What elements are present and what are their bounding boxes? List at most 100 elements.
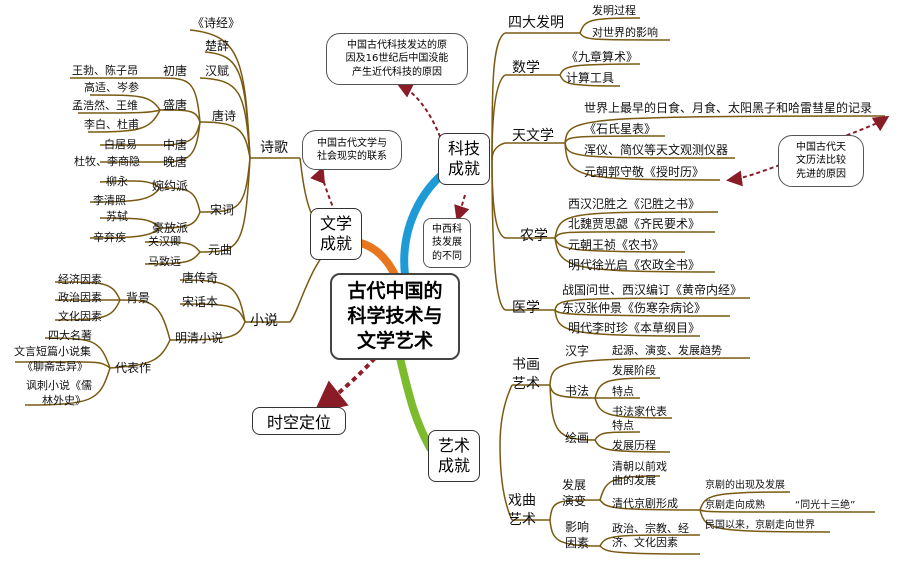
astronomy-records: 世界上最早的日食、月食、太阳黑子和哈雷彗星的记录 xyxy=(584,101,873,115)
novel-song: 宋话本 xyxy=(182,295,219,309)
tang-mid-label: 中唐 xyxy=(163,138,188,152)
tang-mid-poets: 白居易 xyxy=(104,138,137,151)
yuan-ma: 马致远 xyxy=(148,255,181,268)
works-satire-1: 讽刺小说《儒 xyxy=(26,379,92,392)
tang-label: 唐诗 xyxy=(212,109,237,123)
works-four-classics: 四大名著 xyxy=(48,329,92,342)
agri-xu: 明代徐光启《农政全书》 xyxy=(568,258,701,272)
pre-qing-line-1: 清朝以前戏 xyxy=(612,460,667,473)
haofang-poet-2: 辛弃疾 xyxy=(93,231,126,244)
invention-impact: 对世界的影响 xyxy=(592,26,658,39)
hanzi-label: 汉字 xyxy=(565,344,590,358)
tongguang-thirteen: “同光十三绝” xyxy=(795,500,856,511)
development-line-1: 发展 xyxy=(562,478,587,492)
works-classical-short: 文言短篇小说集 xyxy=(14,345,91,358)
factors-label: 影响 因素 xyxy=(565,520,589,551)
east-west-callout: 中西科 技发展 的不同 xyxy=(423,218,471,268)
yuan-guan: 关汉卿 xyxy=(148,235,181,248)
works-liaozhai: 《聊斋志异》 xyxy=(22,360,88,373)
chuci: 楚辞 xyxy=(205,39,230,53)
literature-label-line-1: 文学 xyxy=(319,214,352,233)
lit-reality-line-2: 社会现实的联系 xyxy=(317,151,387,162)
arrow-to-calendar xyxy=(726,164,781,187)
cp-label-line-1: 书画 xyxy=(512,357,540,373)
math-tools: 计算工具 xyxy=(566,71,615,85)
huihua-history: 发展历程 xyxy=(612,439,656,452)
novel-label: 小说 xyxy=(250,313,278,329)
tang-high-poets-2: 孟浩然、王维 xyxy=(72,99,138,112)
spacetime-main-branch xyxy=(313,356,377,413)
factors-text: 政治、宗教、经 济、文化因素 xyxy=(612,522,689,551)
science-question-line-1: 中国古代科技发达的原 xyxy=(347,39,447,51)
shufa-artists: 书法家代表 xyxy=(612,405,667,418)
center-topic: 古代中国的 科学技术与 文学艺术 xyxy=(330,273,460,360)
arrow-to-lit-reality xyxy=(310,166,341,226)
spacetime-node: 时空定位 xyxy=(252,407,346,435)
arrow-to-east-west xyxy=(454,194,470,222)
astronomy-calendar: 元朝郭守敬《授时历》 xyxy=(584,165,705,179)
science-label-line-2: 成就 xyxy=(447,159,480,178)
lit-reality-callout: 中国古代文学与 社会现实的联系 xyxy=(302,130,402,170)
hanzi-item: 起源、演变、发展趋势 xyxy=(612,344,722,357)
science-question-line-2: 因及16世纪后中国没能 xyxy=(345,53,449,65)
science-branch-node: 科技 成就 xyxy=(438,133,490,185)
agri-fan: 西汉氾胜之《氾胜之书》 xyxy=(568,197,701,211)
tang-early-label: 初唐 xyxy=(163,64,188,78)
song-label: 宋词 xyxy=(210,203,235,217)
development-line-2: 演变 xyxy=(562,493,587,508)
invention-process: 发明过程 xyxy=(592,4,636,17)
factors-text-line-2: 济、文化因素 xyxy=(612,536,678,550)
huihua-label: 绘画 xyxy=(565,431,590,445)
wanyue-poet-1: 柳永 xyxy=(106,175,128,188)
four-inventions-label: 四大发明 xyxy=(508,15,564,31)
factors-line-1: 影响 xyxy=(565,520,590,534)
yuan-label: 元曲 xyxy=(208,243,233,257)
factors-text-line-1: 政治、宗教、经 xyxy=(612,522,689,535)
opera-label: 戏曲 艺术 xyxy=(508,492,536,530)
shijing: 《诗经》 xyxy=(192,16,241,30)
calendar-line-1: 中国古代天 xyxy=(796,141,846,153)
opera-label-line-1: 戏曲 xyxy=(508,493,536,509)
qing-peking-formed: 清代京剧形成 xyxy=(612,497,678,510)
center-title-line-2: 科学技术与 xyxy=(347,305,443,328)
background-politics: 政治因素 xyxy=(58,291,102,304)
medicine-label: 医学 xyxy=(512,300,540,316)
art-main-branch xyxy=(396,354,434,452)
works-label: 代表作 xyxy=(115,361,152,375)
pre-qing-line-2: 曲的发展 xyxy=(612,474,656,488)
math-label: 数学 xyxy=(512,60,540,76)
tang-high-poets-3: 李白、杜甫 xyxy=(84,118,139,131)
background-label: 背景 xyxy=(126,291,151,305)
calendar-line-2: 文历法比较 xyxy=(796,155,846,167)
background-culture: 文化因素 xyxy=(58,310,102,323)
east-west-line-1: 中西科 xyxy=(432,223,462,235)
peking-world: 民国以来，京剧走向世界 xyxy=(705,520,815,531)
calendar-line-3: 先进的原因 xyxy=(796,168,846,180)
shufa-stages: 发展阶段 xyxy=(612,364,656,377)
shufa-label: 书法 xyxy=(565,384,590,398)
development-label: 发展 演变 xyxy=(562,478,586,509)
agri-jia: 北魏贾思勰《齐民要术》 xyxy=(568,217,701,231)
art-label-line-1: 艺术 xyxy=(437,436,470,455)
astronomy-instruments: 浑仪、简仪等天文观测仪器 xyxy=(584,143,729,157)
med-huangdi: 战国问世、西汉编订《黄帝内经》 xyxy=(562,283,743,297)
lit-reality-line-1: 中国古代文学与 xyxy=(317,137,387,149)
literature-label-line-2: 成就 xyxy=(319,234,352,253)
east-west-line-2: 技发展 xyxy=(432,237,462,249)
tang-late-poets: 杜牧、李商隐 xyxy=(74,155,140,168)
agriculture-label: 农学 xyxy=(520,228,548,244)
art-branch-node: 艺术 成就 xyxy=(428,430,480,482)
opera-label-line-2: 艺术 xyxy=(508,511,536,528)
tang-early-poets: 王勃、陈子昂 xyxy=(72,64,138,77)
mingqing-label: 明清小说 xyxy=(175,331,224,345)
med-li: 明代李时珍《本草纲目》 xyxy=(568,321,701,335)
huihua-features: 特点 xyxy=(612,419,634,432)
arrow-to-astronomy-record xyxy=(839,115,890,139)
tang-high-label: 盛唐 xyxy=(163,98,188,112)
literature-branch-node: 文学 成就 xyxy=(310,208,362,260)
novel-tang: 唐传奇 xyxy=(182,271,219,285)
med-zhang: 东汉张仲景《伤寒杂病论》 xyxy=(562,301,707,315)
calendar-callout: 中国古代天 文历法比较 先进的原因 xyxy=(778,135,864,187)
science-question-callout: 中国古代科技发达的原 因及16世纪后中国没能 产生近代科技的原因 xyxy=(326,33,468,85)
